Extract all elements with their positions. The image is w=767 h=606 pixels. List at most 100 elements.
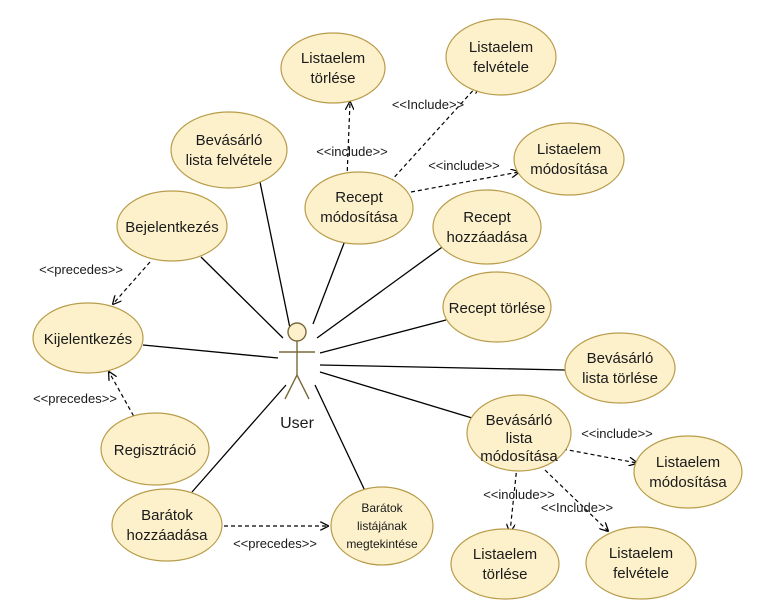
use-case-label: lista törlése — [582, 370, 658, 387]
svg-text:Recept törlése: Recept törlése — [449, 300, 546, 317]
use-case-bevasarlo-lista-felvetele[interactable]: Bevásárló lista felvétele — [170, 111, 288, 189]
stereo-precedes-regisztracio: <<precedes>> — [33, 391, 117, 406]
include-arrow-listaelem-modositasa-bottom — [562, 448, 637, 463]
actor-right-leg — [296, 374, 310, 400]
use-case-bevasarlo-lista-torlese[interactable]: Bevásárló lista törlése — [564, 332, 676, 404]
assoc-bevasarlo-lista-felvetele — [259, 181, 292, 334]
use-case-label: lista felvétele — [186, 152, 273, 169]
actor-left-leg — [284, 374, 298, 400]
use-case-label: Bevásárló — [196, 132, 263, 149]
use-case-label: listájának — [357, 519, 408, 533]
assoc-bevasarlo-lista-modositasa — [319, 371, 473, 419]
use-case-label: felvétele — [473, 59, 529, 76]
use-case-label: felvétele — [613, 565, 669, 582]
use-case-label: Listaelem — [609, 545, 673, 562]
use-case-label: módosítása — [480, 448, 558, 465]
use-case-label: Listaelem — [656, 454, 720, 471]
assoc-bejelentkezes — [200, 256, 284, 339]
use-case-label: megtekintése — [346, 537, 418, 551]
use-case-bejelentkezes[interactable]: Bejelentkezés — [116, 190, 228, 262]
stereo-include-lista-felvetele: <<Include>> — [541, 500, 613, 515]
use-case-listaelem-torlese-top[interactable]: Listaelem törlése — [280, 32, 386, 104]
include-arrow-listaelem-felvetele-top — [389, 85, 478, 183]
use-case-label: módosítása — [649, 474, 727, 491]
precedes-arrow-kijelentkezes-bottom — [109, 372, 138, 423]
stereo-precedes-bejelentkezes: <<precedes>> — [39, 262, 123, 277]
use-case-baratok-listajanak-megtekintese[interactable]: Barátok listájának megtekintése — [330, 486, 434, 566]
use-case-label: hozzáadása — [127, 527, 209, 544]
actor-head-icon — [287, 322, 307, 342]
association-lines — [142, 181, 566, 494]
use-case-label: Listaelem — [537, 141, 601, 158]
use-case-label: Regisztráció — [114, 442, 197, 459]
svg-text:Kijelentkezés: Kijelentkezés — [44, 331, 132, 348]
use-case-label: hozzáadása — [447, 229, 529, 246]
use-case-recept-torlese[interactable]: Recept törlése — [442, 271, 552, 343]
use-case-label: Listaelem — [473, 546, 537, 563]
use-case-listaelem-modositasa-top[interactable]: Listaelem módosítása — [513, 122, 625, 196]
stereo-include-lista-torlese: <<include>> — [483, 487, 555, 502]
use-case-label: lista — [506, 430, 533, 447]
use-case-label: Bevásárló — [587, 350, 654, 367]
use-case-label: Recept — [335, 189, 383, 206]
use-case-recept-modositasa[interactable]: Recept módosítása — [304, 171, 414, 245]
include-arrow-listaelem-torlese-top — [347, 102, 350, 179]
use-case-label: Kijelentkezés — [44, 331, 132, 348]
assoc-recept-modositasa — [312, 237, 347, 325]
stereo-precedes-baratok: <<precedes>> — [233, 536, 317, 551]
stereo-include-recept-torlese: <<include>> — [316, 144, 388, 159]
svg-text:Regisztráció: Regisztráció — [114, 442, 197, 459]
actor-user[interactable]: User — [279, 322, 315, 432]
assoc-baratok-listajanak-megtekintese — [314, 384, 367, 494]
use-case-label: módosítása — [320, 209, 398, 226]
actor-label: User — [280, 415, 314, 432]
use-case-kijelentkezes[interactable]: Kijelentkezés — [32, 302, 144, 374]
use-case-label: módosítása — [530, 161, 608, 178]
use-case-regisztracio[interactable]: Regisztráció — [100, 412, 210, 486]
use-case-label: Recept törlése — [449, 300, 546, 317]
use-case-label: Listaelem — [301, 50, 365, 67]
include-arrow-listaelem-felvetele-bottom — [544, 469, 608, 531]
use-case-label: Bevásárló — [486, 412, 553, 429]
assoc-recept-torlese — [319, 319, 447, 354]
stereo-include-lista-modositasa: <<include>> — [581, 426, 653, 441]
assoc-bevasarlo-lista-torlese — [319, 364, 566, 371]
assoc-recept-hozzaadasa — [316, 244, 446, 339]
include-arrow-listaelem-modositasa-top — [410, 172, 519, 193]
stereo-include-recept-felvetele: <<Include>> — [392, 97, 464, 112]
precedes-arrow-kijelentkezes-top — [113, 261, 151, 304]
stereo-include-recept-modositasa: <<include>> — [428, 158, 500, 173]
use-case-listaelem-felvetele-top[interactable]: Listaelem felvétele — [445, 18, 557, 96]
use-case-listaelem-modositasa-bottom[interactable]: Listaelem módosítása — [633, 435, 743, 509]
use-case-listaelem-felvetele-bottom[interactable]: Listaelem felvétele — [585, 526, 697, 600]
assoc-kijelentkezes — [142, 344, 279, 359]
use-case-label: Bejelentkezés — [125, 219, 218, 236]
use-case-label: Barátok — [361, 501, 403, 515]
use-case-recept-hozzaadasa[interactable]: Recept hozzáadása — [432, 189, 542, 265]
use-case-baratok-hozzaadasa[interactable]: Barátok hozzáadása — [111, 488, 223, 562]
svg-text:Bejelentkezés: Bejelentkezés — [125, 219, 218, 236]
use-case-label: Barátok — [141, 507, 193, 524]
stereotype-labels: <<include>> <<Include>> <<include>> <<pr… — [33, 97, 653, 551]
use-case-label: törlése — [310, 70, 355, 87]
assoc-baratok-hozzaadasa — [191, 384, 287, 493]
use-case-label: Recept — [463, 209, 511, 226]
use-case-label: Listaelem — [469, 39, 533, 56]
